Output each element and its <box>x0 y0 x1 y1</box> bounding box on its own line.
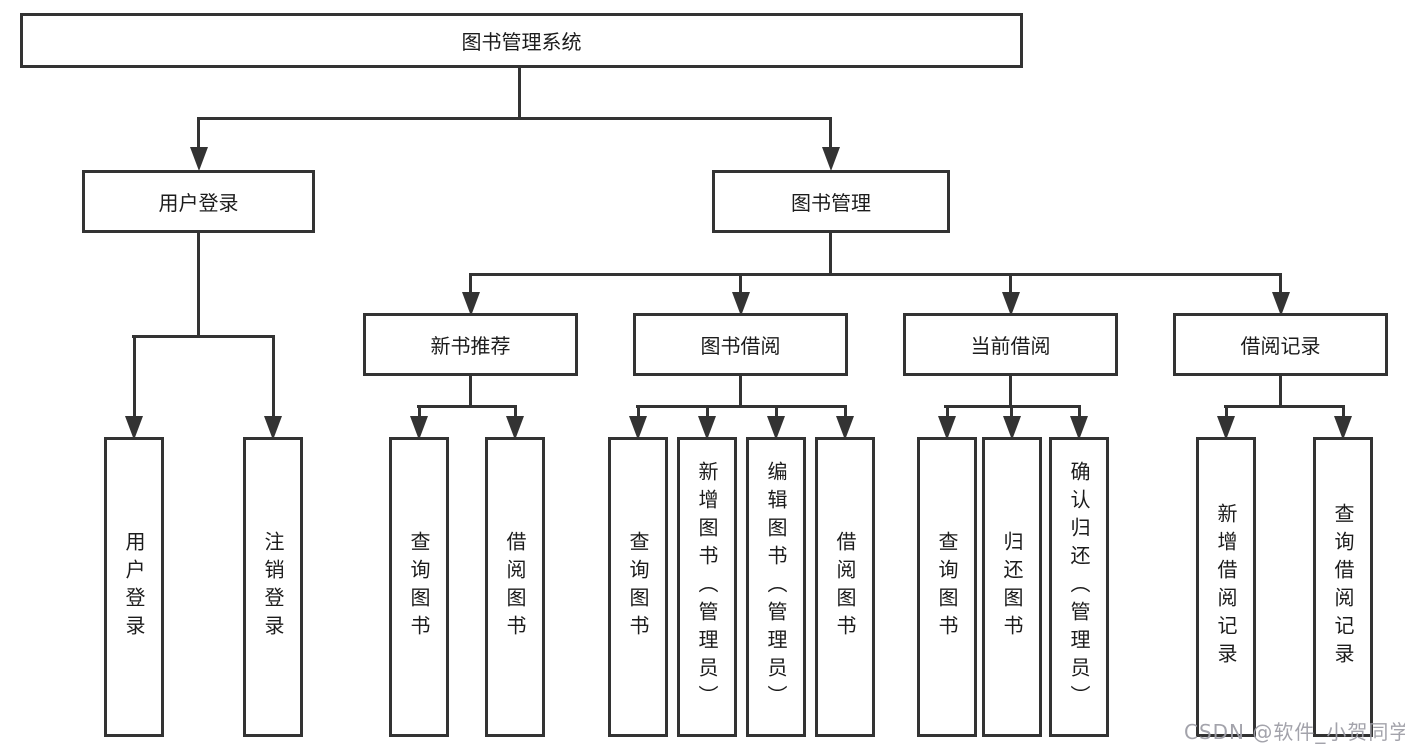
connector-line <box>829 231 832 275</box>
connector-line <box>636 405 847 408</box>
connector-line <box>739 273 742 294</box>
leaf-user-login: 用户登录 <box>104 437 164 737</box>
leaf-return-book: 归还图书 <box>982 437 1042 737</box>
arrow-down-icon <box>938 416 956 440</box>
leaf-confirm-return-admin: 确认归还（管理员） <box>1049 437 1109 737</box>
node-book-management: 图书管理 <box>712 170 950 233</box>
leaf-query-borrow-record: 查询借阅记录 <box>1313 437 1373 737</box>
connector-line <box>418 405 421 418</box>
node-new-book-recommend: 新书推荐 <box>363 313 578 376</box>
watermark: CSDN @软件_小贺同学 <box>1184 720 1405 744</box>
connector-line <box>197 231 200 337</box>
arrow-down-icon <box>1002 292 1020 316</box>
leaf-add-book-admin: 新增图书（管理员） <box>677 437 737 737</box>
leaf-add-borrow-record: 新增借阅记录 <box>1196 437 1256 737</box>
arrow-down-icon <box>506 416 524 440</box>
leaf-query-books-recommend: 查询图书 <box>389 437 449 737</box>
arrow-down-icon <box>462 292 480 316</box>
node-book-borrow: 图书借阅 <box>633 313 848 376</box>
connector-line <box>469 273 1282 276</box>
connector-line <box>1078 405 1081 418</box>
connector-line <box>1224 405 1344 408</box>
arrow-down-icon <box>1217 416 1235 440</box>
connector-line <box>1342 405 1345 418</box>
arrow-down-icon <box>125 416 143 440</box>
connector-line <box>197 117 832 120</box>
leaf-edit-book-admin: 编辑图书（管理员） <box>746 437 806 737</box>
connector-line <box>469 374 472 407</box>
leaf-query-books-borrow: 查询图书 <box>608 437 668 737</box>
node-user-login: 用户登录 <box>82 170 315 233</box>
arrow-down-icon <box>410 416 428 440</box>
connector-line <box>197 117 200 149</box>
connector-line <box>1279 273 1282 294</box>
arrow-down-icon <box>836 416 854 440</box>
connector-line <box>829 117 832 149</box>
arrow-down-icon <box>1272 292 1290 316</box>
connector-line <box>775 405 778 418</box>
arrow-down-icon <box>822 147 840 171</box>
connector-line <box>518 66 521 118</box>
connector-line <box>1009 374 1012 407</box>
arrow-down-icon <box>1334 416 1352 440</box>
arrow-down-icon <box>629 416 647 440</box>
arrow-down-icon <box>190 147 208 171</box>
connector-line <box>469 273 472 294</box>
arrow-down-icon <box>1070 416 1088 440</box>
connector-line <box>132 335 274 338</box>
connector-line <box>637 405 640 418</box>
node-borrow-record: 借阅记录 <box>1173 313 1388 376</box>
arrow-down-icon <box>698 416 716 440</box>
node-current-borrow: 当前借阅 <box>903 313 1118 376</box>
connector-line <box>946 405 949 418</box>
connector-line <box>417 405 517 408</box>
arrow-down-icon <box>264 416 282 440</box>
connector-line <box>1225 405 1228 418</box>
arrow-down-icon <box>767 416 785 440</box>
arrow-down-icon <box>1003 416 1021 440</box>
leaf-query-books-current: 查询图书 <box>917 437 977 737</box>
connector-line <box>844 405 847 418</box>
connector-line <box>133 335 136 418</box>
connector-line <box>706 405 709 418</box>
connector-line <box>1010 405 1013 418</box>
node-root: 图书管理系统 <box>20 13 1023 68</box>
connector-line <box>272 335 275 418</box>
connector-line <box>1279 374 1282 407</box>
connector-line <box>514 405 517 418</box>
leaf-borrow-books: 借阅图书 <box>815 437 875 737</box>
leaf-borrow-books-recommend: 借阅图书 <box>485 437 545 737</box>
connector-line <box>739 374 742 407</box>
connector-line <box>1009 273 1012 294</box>
arrow-down-icon <box>732 292 750 316</box>
leaf-logout: 注销登录 <box>243 437 303 737</box>
